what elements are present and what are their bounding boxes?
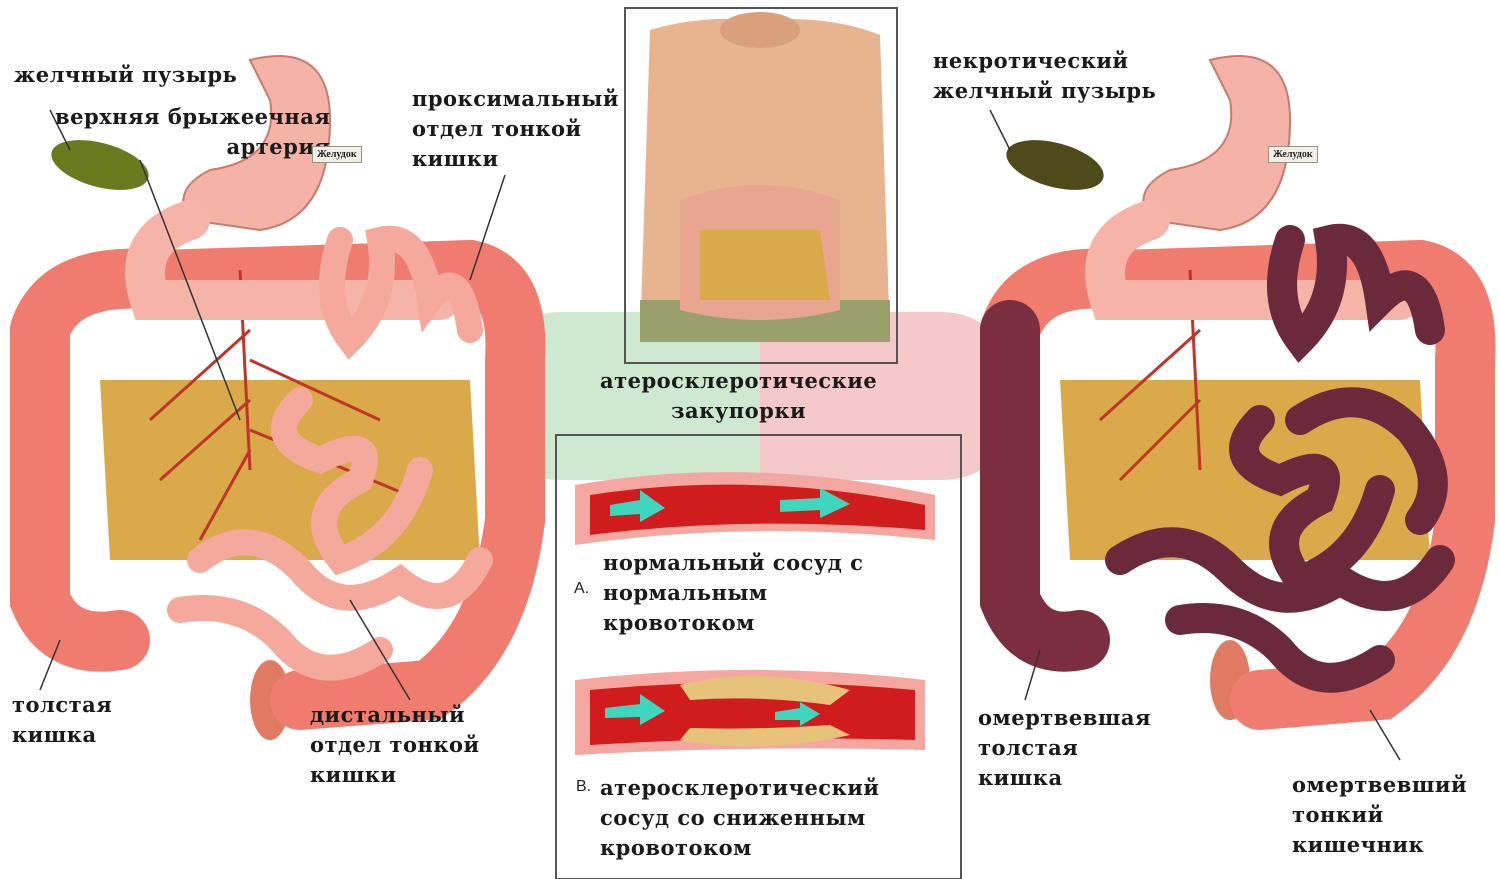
necrotic-small-intestine-label: омертвевший тонкий кишечник — [1292, 770, 1467, 860]
necrotic-colon-label: омертвевшая толстая кишка — [978, 703, 1151, 793]
blockages-label: атеросклеротические закупорки — [600, 366, 877, 426]
normal-vessel-label: нормальный сосуд с нормальным кровотоком — [603, 548, 863, 638]
athero-marker: B. — [576, 778, 591, 796]
stomach-tag-right: Желудок — [1268, 146, 1318, 163]
athero-vessel-label: атеросклеротический сосуд со сниженным к… — [600, 773, 879, 863]
distal-small-intestine-label: дистальный отдел тонкой кишки — [310, 700, 480, 790]
colon-label: толстая кишка — [12, 690, 112, 750]
necrotic-gallbladder-label: некротический желчный пузырь — [933, 46, 1156, 106]
torso-illustration — [640, 12, 890, 342]
gallbladder-label: желчный пузырь — [14, 60, 237, 90]
normal-marker: A. — [574, 580, 589, 598]
proximal-small-intestine-label: проксимальный отдел тонкой кишки — [412, 84, 619, 174]
stomach-tag-left: Желудок — [312, 146, 362, 163]
sma-label: верхняя брыжеечная артерия — [55, 102, 330, 162]
necrotic-intestines-illustration — [1001, 56, 1465, 720]
